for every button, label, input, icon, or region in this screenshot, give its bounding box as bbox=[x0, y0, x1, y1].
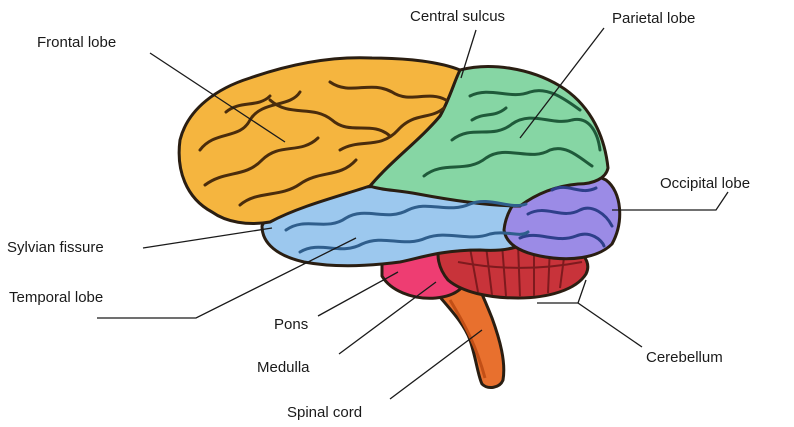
pons-label: Pons bbox=[274, 317, 308, 332]
pons-leader bbox=[318, 272, 398, 316]
cerebellum-label: Cerebellum bbox=[646, 350, 723, 365]
parietal-lobe-label: Parietal lobe bbox=[612, 11, 695, 26]
cerebellum-leader bbox=[578, 280, 642, 347]
spinal-cord-leader bbox=[390, 330, 482, 399]
sylvian-fissure-leader bbox=[143, 228, 272, 248]
medulla-leader bbox=[339, 282, 436, 354]
occipital-lobe-label: Occipital lobe bbox=[660, 176, 750, 191]
temporal-lobe-label: Temporal lobe bbox=[9, 290, 103, 305]
occipital-lobe-leader bbox=[612, 192, 728, 210]
medulla-label: Medulla bbox=[257, 360, 310, 375]
spinal-cord-label: Spinal cord bbox=[287, 405, 362, 420]
central-sulcus-label: Central sulcus bbox=[410, 9, 505, 24]
sylvian-fissure-label: Sylvian fissure bbox=[7, 240, 104, 255]
frontal-lobe-label: Frontal lobe bbox=[37, 35, 116, 50]
